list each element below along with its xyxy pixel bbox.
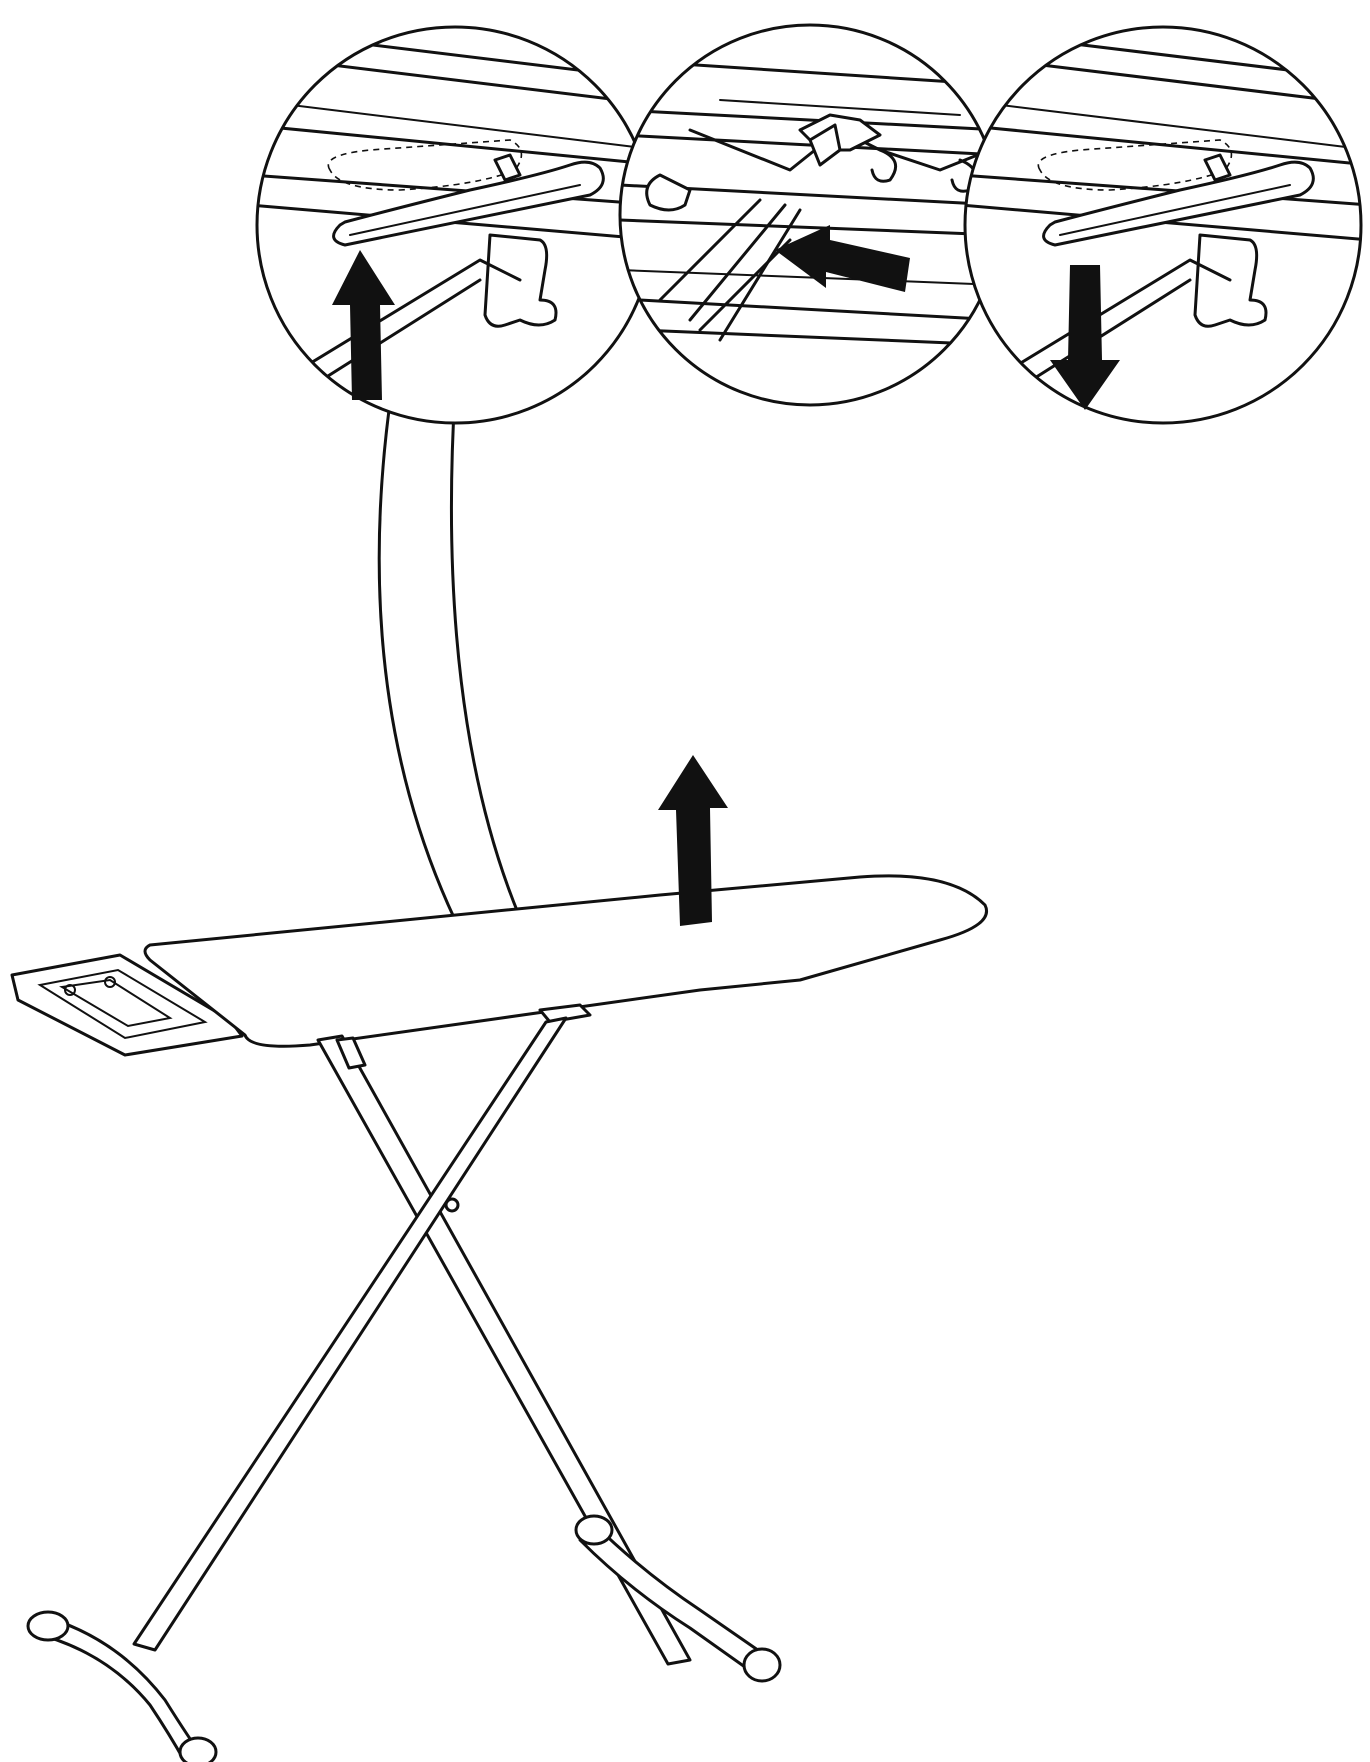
detail-circle-1 xyxy=(255,25,655,425)
detail-circle-2 xyxy=(618,23,1002,407)
callout-leader xyxy=(377,386,552,982)
left-arrow-2 xyxy=(775,225,910,292)
detail-circle-3 xyxy=(963,25,1363,425)
board-legs xyxy=(26,1016,782,1762)
down-arrow-3 xyxy=(1050,265,1120,410)
main-up-arrow xyxy=(658,755,728,926)
up-arrow-1 xyxy=(332,250,395,400)
board-top xyxy=(143,874,988,1048)
ironing-board xyxy=(10,874,988,1057)
